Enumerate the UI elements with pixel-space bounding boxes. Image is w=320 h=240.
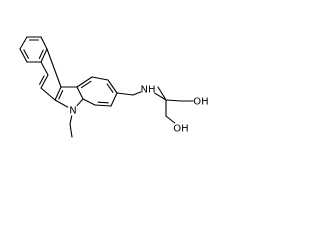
bond-c7-c8 bbox=[40, 74, 49, 89]
bond-c4-c7 bbox=[40, 61, 49, 76]
bond-c16-c17 bbox=[94, 104, 112, 107]
bond-c9-c10 bbox=[54, 86, 62, 101]
bond-c20-n2 bbox=[132, 91, 142, 96]
bond-inner-c9-c10 bbox=[58, 90, 64, 100]
bond-c13-c14 bbox=[91, 76, 109, 81]
bond-n1-c9 bbox=[54, 99, 69, 108]
bond-c5-c6 bbox=[40, 36, 48, 50]
bond-c1-c2 bbox=[19, 36, 28, 50]
bond-c4-c5 bbox=[40, 48, 48, 63]
bond-c12-n1 bbox=[76, 98, 84, 107]
bond-inner-c2-c3 bbox=[23, 49, 29, 59]
bond-c18-c19 bbox=[69, 123, 73, 138]
bond-c15-c20 bbox=[116, 92, 134, 96]
bond-c11-c13 bbox=[76, 76, 93, 88]
bond-c21-c23 bbox=[165, 99, 182, 102]
bond-c15-c16 bbox=[110, 92, 118, 107]
atom-label-o2: OH bbox=[173, 124, 188, 135]
bond-inner-c7-c8 bbox=[39, 75, 45, 85]
bond-c11-c12 bbox=[76, 86, 84, 100]
bond-inner-c4-c5 bbox=[38, 49, 44, 59]
bond-c10-c5 bbox=[46, 48, 62, 88]
bond-c2-c3 bbox=[19, 48, 28, 63]
bond-n1-c18 bbox=[69, 115, 73, 125]
atom-label-n1: N bbox=[69, 106, 76, 117]
atom-label-n2: NH bbox=[141, 85, 156, 96]
bond-c21-c22 bbox=[157, 86, 167, 101]
bond-c8-c9 bbox=[40, 87, 56, 101]
bond-n2-c21 bbox=[154, 92, 167, 101]
bond-c14-c15 bbox=[107, 79, 118, 94]
bond-inner-c11-c13 bbox=[80, 80, 92, 89]
molecule-svg: N NH OH OH bbox=[19, 36, 209, 138]
atom-label-o1: OH bbox=[193, 97, 208, 108]
bond-inner-c14-c15 bbox=[106, 83, 114, 93]
bond-c17-c12 bbox=[82, 98, 96, 106]
structure-diagram: N NH OH OH bbox=[19, 36, 209, 138]
bond-inner-c16-c17 bbox=[97, 101, 109, 104]
bond-c24-o2 bbox=[165, 115, 176, 124]
